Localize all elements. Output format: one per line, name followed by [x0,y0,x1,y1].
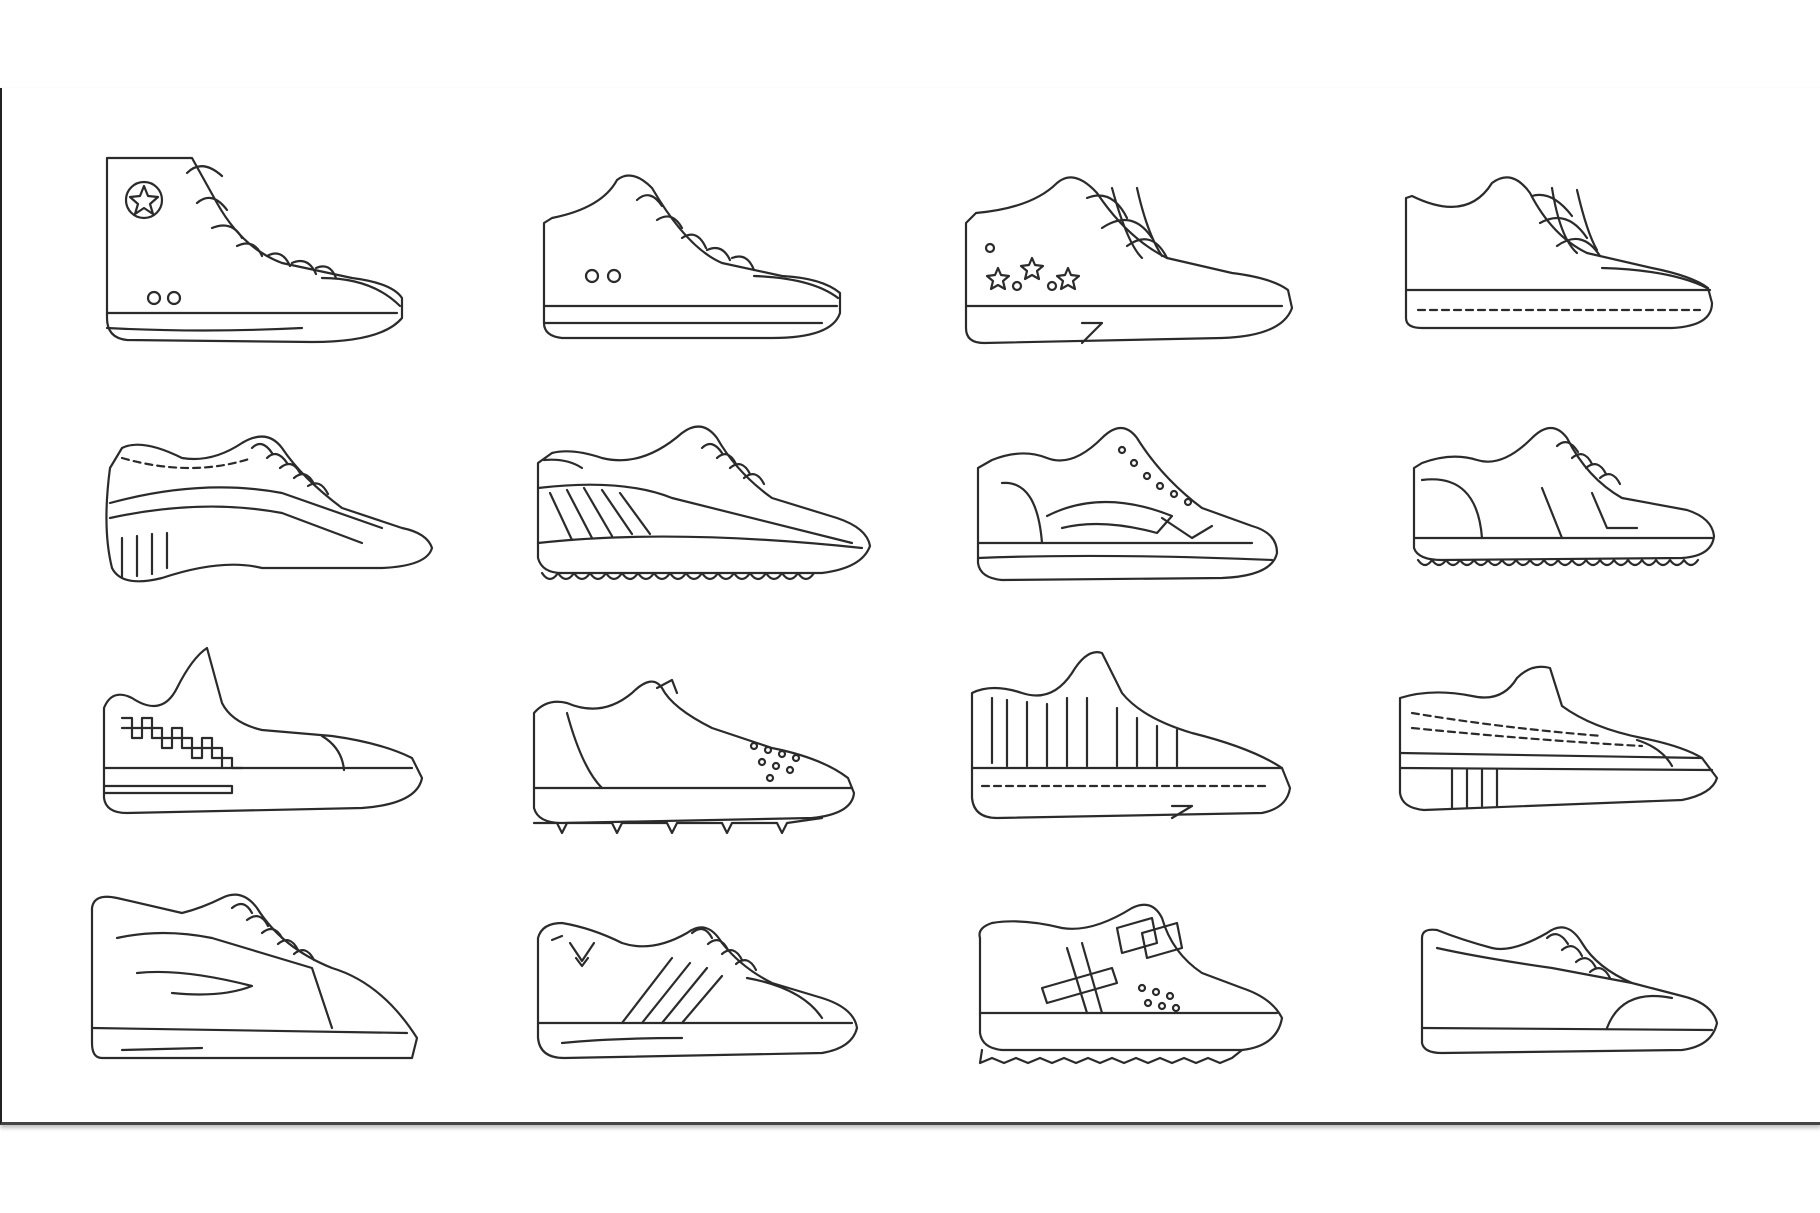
shoe-grid [2,88,1820,1122]
court-sneaker-icon [1382,368,1742,578]
stitched-sole-sneaker-icon [1382,128,1742,338]
perforated-slip-on-icon [522,618,882,835]
stitched-slip-on-icon [1382,618,1742,828]
shoe-icon-sheet [0,88,1820,1125]
star-print-sneaker-icon [952,128,1312,345]
retro-trainer-icon [82,858,442,1068]
striped-sole-running-shoe-icon [82,368,442,583]
three-stripe-trainer-icon [522,858,882,1068]
striped-slip-on-icon [952,618,1312,828]
checker-slip-on-icon [82,618,442,828]
classic-trainer-icon [1382,858,1742,1068]
high-top-sneaker-icon [82,128,442,344]
swoosh-trainer-icon [952,368,1312,582]
velcro-strap-sneaker-icon [952,858,1312,1068]
hatched-running-shoe-icon [522,368,882,581]
low-top-canvas-sneaker-icon [522,128,882,340]
